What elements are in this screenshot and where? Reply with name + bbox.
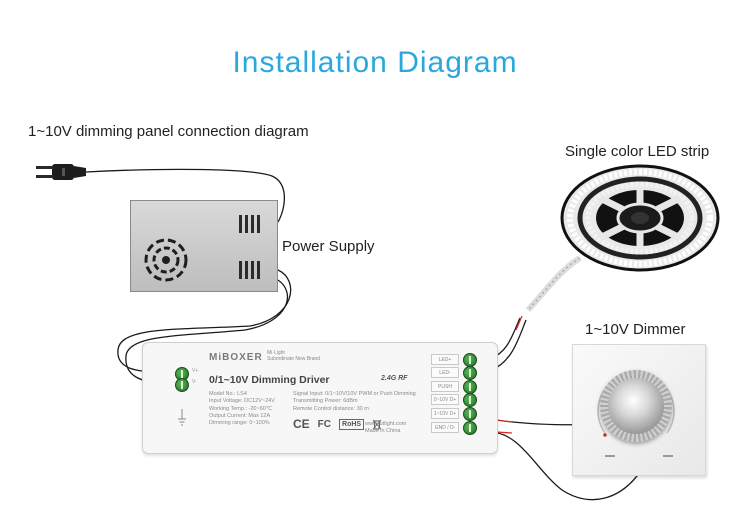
- psu-to-driver-wire-2: [125, 279, 288, 384]
- driver-sub-brand: Mi·Light Subordinate New Brand: [267, 350, 321, 362]
- dimmer-knob-cap: [608, 378, 664, 434]
- fc-mark: FC: [317, 418, 332, 430]
- rohs-mark: RoHS: [339, 418, 365, 430]
- specs-right: Signal Input: 0/1~10V/10V PWM or Push Di…: [293, 391, 416, 412]
- ac-cable: [85, 168, 286, 223]
- psu-to-driver-wire-1: [117, 269, 292, 373]
- terminal-label-push: PUSH: [431, 381, 459, 392]
- terminal-label-led-minus: LED-: [431, 367, 459, 378]
- minus-mark-icon: [605, 455, 615, 457]
- terminal-label-1-10v: 1~10V D+: [431, 408, 459, 419]
- terminal-label-led-plus: LED+: [431, 354, 459, 365]
- power-supply-label: Power Supply: [282, 238, 375, 255]
- panel-caption: 1~10V dimming panel connection diagram: [28, 123, 309, 140]
- driver-to-dimmer-wire-2: [489, 431, 641, 501]
- diagram-title: Installation Diagram: [232, 46, 518, 79]
- output-terminal-push: [463, 380, 477, 394]
- output-terminal-led-plus: [463, 353, 477, 367]
- dimmer-panel: [572, 344, 706, 476]
- output-terminal-led-minus: [463, 366, 477, 380]
- power-plug-icon: [36, 164, 86, 180]
- fan-icon: [144, 238, 188, 282]
- weee-bin-icon: [372, 419, 382, 430]
- plus-mark-icon: [663, 455, 673, 457]
- driver-website: www.futlight.com Made in China: [365, 421, 407, 434]
- ground-symbol-icon: [178, 409, 186, 426]
- specs-left: Model No.: LS4 Input Voltage: DC12V~24V …: [209, 391, 275, 427]
- led-strip-reel: [525, 164, 720, 313]
- output-terminal-gnd: [463, 421, 477, 435]
- power-supply: [130, 200, 278, 292]
- driver-name: 0/1~10V Dimming Driver: [209, 374, 330, 386]
- rf-badge: 2.4G RF: [381, 375, 408, 382]
- cert-marks: CE FC RoHS: [293, 417, 382, 431]
- driver-brand: MiBOXER: [209, 352, 263, 363]
- dimmer-knob: [600, 370, 672, 442]
- output-terminal-0-10v: [463, 393, 477, 407]
- output-terminal-1-10v: [463, 407, 477, 421]
- led-strip-label: Single color LED strip: [565, 143, 710, 160]
- dimming-driver: MiBOXER Mi·Light Subordinate New Brand 0…: [142, 342, 498, 454]
- dimmer-label: 1~10V Dimmer: [585, 321, 686, 338]
- ce-mark: CE: [293, 417, 310, 431]
- input-terminal-negative: [175, 378, 189, 392]
- terminal-label-0-10v: 0~10V D+: [431, 394, 459, 405]
- input-marks: V+ V-: [192, 368, 199, 385]
- terminal-label-gnd: GND / D-: [431, 422, 459, 433]
